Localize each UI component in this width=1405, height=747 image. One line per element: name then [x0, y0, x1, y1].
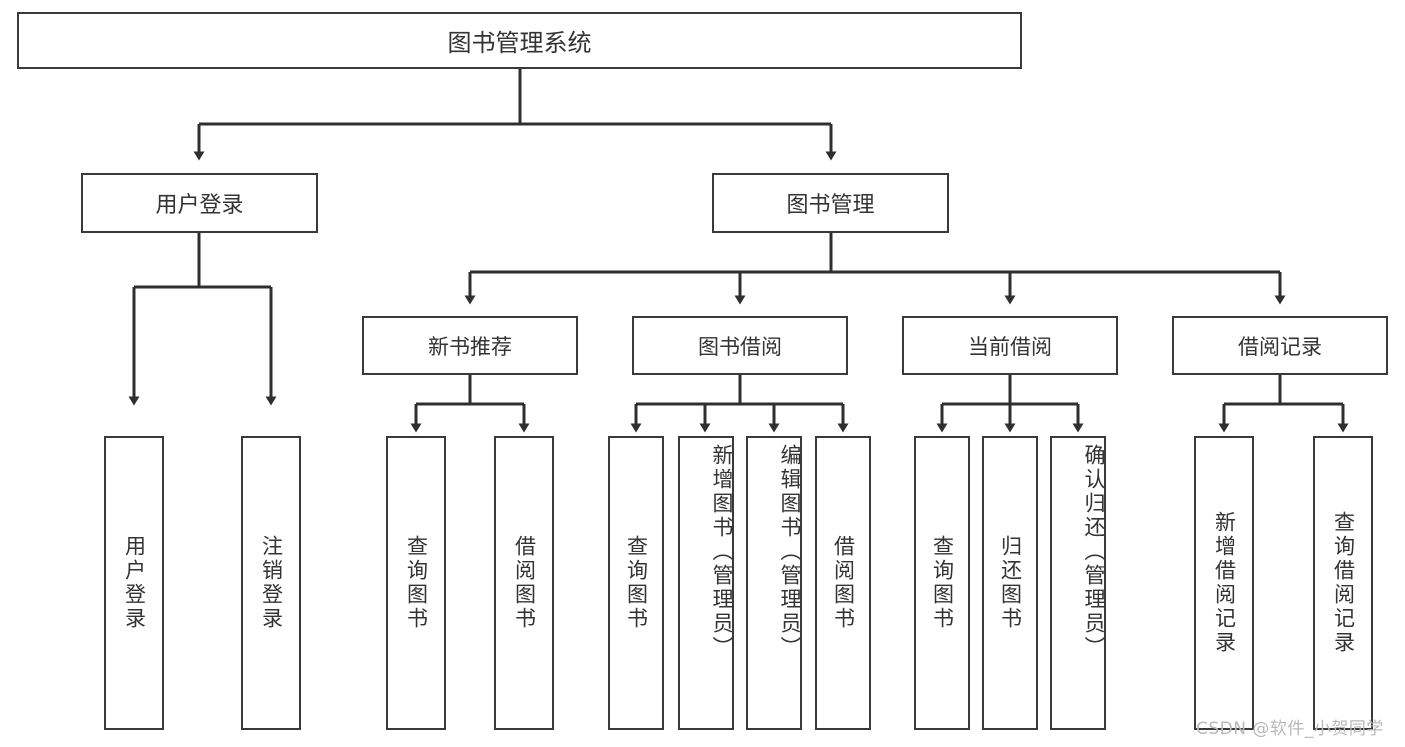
leaf-user-login-login[interactable]: 用户登录 — [104, 436, 164, 730]
leaf-label: 查询图书 — [624, 535, 649, 631]
leaf-label: 用户登录 — [122, 535, 147, 631]
leaf-label: 归还图书 — [998, 535, 1023, 631]
leaf-current-return-book[interactable]: 归还图书 — [982, 436, 1038, 730]
node-book-borrow[interactable]: 图书借阅 — [632, 316, 848, 375]
leaf-borrow-add-book-admin[interactable]: 新增图书（管理员） — [678, 436, 734, 730]
csdn-watermark: CSDN @软件_小贺同学 — [1196, 714, 1384, 739]
leaf-record-query-record[interactable]: 查询借阅记录 — [1313, 436, 1373, 730]
node-new-book-recommend[interactable]: 新书推荐 — [362, 316, 578, 375]
node-label: 借阅记录 — [1238, 334, 1322, 359]
watermark-text: CSDN @软件_小贺同学 — [1196, 719, 1384, 739]
node-book-management[interactable]: 图书管理 — [712, 173, 949, 233]
leaf-recommend-query-book[interactable]: 查询图书 — [386, 436, 446, 730]
leaf-label: 确认归还（管理员） — [1082, 444, 1106, 660]
leaf-label: 编辑图书（管理员） — [778, 444, 802, 660]
node-label: 图书管理系统 — [447, 29, 592, 57]
leaf-user-login-logout[interactable]: 注销登录 — [241, 436, 301, 730]
leaf-label: 新增借阅记录 — [1212, 511, 1237, 655]
node-label: 图书借阅 — [698, 334, 782, 359]
node-label: 图书管理 — [786, 193, 875, 218]
leaf-label: 注销登录 — [259, 535, 284, 631]
leaf-label: 查询图书 — [404, 535, 429, 631]
node-current-borrow[interactable]: 当前借阅 — [902, 316, 1118, 375]
leaf-current-query-book[interactable]: 查询图书 — [914, 436, 970, 730]
leaf-record-add-record[interactable]: 新增借阅记录 — [1194, 436, 1254, 730]
leaf-borrow-query-book[interactable]: 查询图书 — [608, 436, 664, 730]
node-borrow-record[interactable]: 借阅记录 — [1172, 316, 1388, 375]
leaf-current-confirm-return-admin[interactable]: 确认归还（管理员） — [1050, 436, 1106, 730]
leaf-label: 查询图书 — [930, 535, 955, 631]
node-label: 当前借阅 — [968, 334, 1052, 359]
node-root-system[interactable]: 图书管理系统 — [17, 12, 1022, 69]
leaf-borrow-borrow-book[interactable]: 借阅图书 — [815, 436, 871, 730]
leaf-label: 借阅图书 — [512, 535, 537, 631]
node-label: 用户登录 — [155, 193, 244, 218]
leaf-label: 查询借阅记录 — [1331, 511, 1356, 655]
leaf-recommend-borrow-book[interactable]: 借阅图书 — [494, 436, 554, 730]
leaf-borrow-edit-book-admin[interactable]: 编辑图书（管理员） — [746, 436, 802, 730]
leaf-label: 借阅图书 — [831, 535, 856, 631]
leaf-label: 新增图书（管理员） — [710, 444, 734, 660]
node-label: 新书推荐 — [428, 334, 512, 359]
node-user-login[interactable]: 用户登录 — [81, 173, 318, 233]
